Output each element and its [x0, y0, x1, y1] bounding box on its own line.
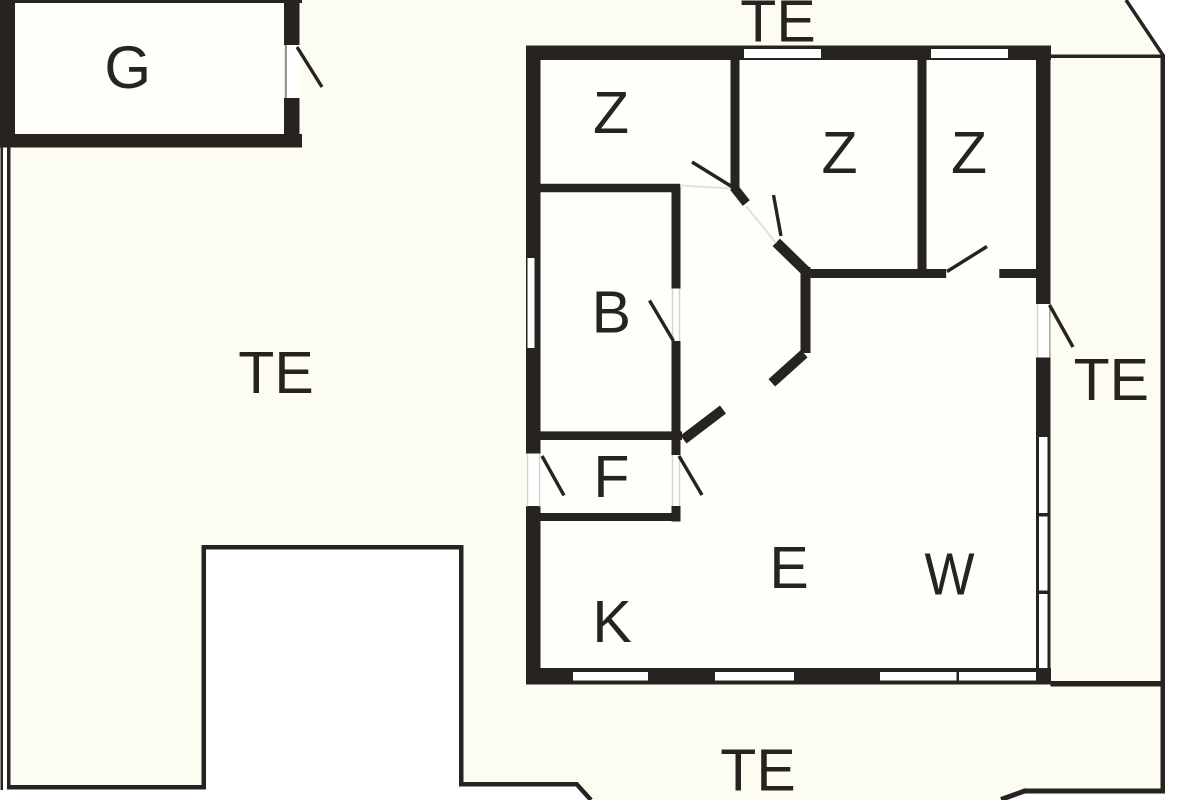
svg-text:Z: Z	[821, 120, 857, 186]
svg-text:TE: TE	[720, 737, 795, 800]
svg-text:TE: TE	[238, 340, 313, 406]
svg-text:W: W	[925, 542, 975, 608]
svg-text:G: G	[104, 34, 151, 101]
svg-text:B: B	[592, 280, 631, 346]
svg-text:TE: TE	[1074, 347, 1149, 413]
svg-text:E: E	[769, 535, 808, 601]
svg-text:F: F	[593, 444, 629, 510]
svg-text:Z: Z	[951, 120, 987, 186]
svg-text:Z: Z	[593, 80, 629, 146]
svg-text:TE: TE	[740, 0, 815, 54]
svg-text:K: K	[592, 589, 631, 655]
